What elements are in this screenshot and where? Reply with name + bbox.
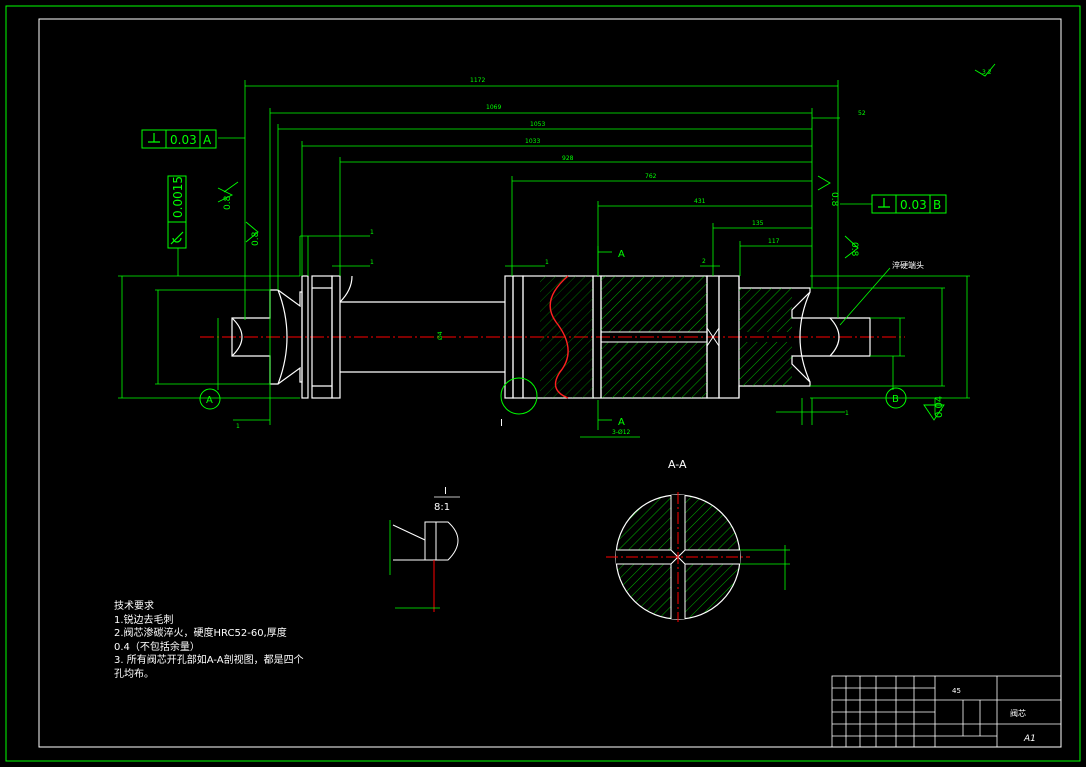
tolerance-symbols	[148, 133, 890, 245]
sheet-size: A1	[1023, 734, 1036, 744]
dim-6: 762	[645, 173, 657, 180]
outer-frame	[5, 5, 1081, 762]
dimension-texts: 1172 1069 1053 1033 928 762 431 135 117 …	[236, 69, 992, 436]
perp-right-value: 0.03	[900, 198, 927, 212]
dim-9: 117	[768, 238, 780, 245]
dim-step-1a: 1	[370, 229, 374, 236]
section-arrow-bottom: A	[618, 417, 625, 428]
detail-view	[389, 520, 459, 612]
notes-title: 技术要求	[114, 601, 154, 612]
roughness-top: 3.2	[982, 69, 992, 76]
datum-a-label: A	[206, 395, 213, 406]
perp-left-value: 0.03	[170, 133, 197, 147]
break-line	[549, 275, 569, 399]
cross-hole-left	[601, 327, 720, 347]
section-label: A-A	[668, 458, 687, 471]
cyl-value: 0.0015	[171, 176, 185, 218]
roughness-label-4: 0.8	[849, 242, 859, 257]
perp-right-datum: B	[933, 198, 941, 212]
dim-step-2: 2	[702, 258, 706, 265]
dim-step-1b: 1	[370, 259, 374, 266]
part-name: 阀芯	[1010, 708, 1026, 718]
roughness-label-1: 0.8	[223, 195, 233, 210]
dim-2: 1069	[486, 104, 501, 111]
detail-circle	[500, 377, 538, 415]
section-view	[606, 492, 790, 622]
dim-right-len: 52	[858, 110, 866, 117]
dim-overall: 1172	[470, 77, 485, 84]
dim-step-1c: 1	[545, 259, 549, 266]
runout-value: 0.04	[934, 396, 945, 418]
tolerance-texts: 0.03 A 0.03 B 0.0015 0.04 A B A A	[170, 133, 945, 428]
callout-text: 淬硬端头	[892, 260, 924, 270]
dim-step-1d: 1	[236, 423, 240, 430]
notes-line-2: 2.阀芯渗碳淬火，硬度HRC52-60,厚度	[114, 628, 287, 639]
roughness-symbols	[217, 63, 996, 421]
detail-scale: 8:1	[434, 502, 450, 513]
roughness-label-2: 0.8	[251, 231, 261, 246]
notes-line-4: 3. 所有阀芯开孔部如A-A剖视图，都是四个	[114, 655, 304, 666]
dim-3: 1053	[530, 121, 545, 128]
dimension-lines	[118, 80, 970, 438]
dim-step-1e: 1	[845, 410, 849, 417]
notes-line-3: 0.4（不包括余量）	[114, 641, 200, 653]
dim-7: 431	[694, 198, 706, 205]
dim-4: 1033	[525, 138, 540, 145]
title-block	[831, 675, 1062, 748]
perp-left-datum: A	[203, 133, 212, 147]
dim-holes: 3-Ø12	[612, 429, 631, 436]
technical-requirements: 技术要求 1.锐边去毛刺 2.阀芯渗碳淬火，硬度HRC52-60,厚度 0.4（…	[114, 600, 304, 681]
roughness-label-3: 0.8	[829, 192, 839, 207]
hatched-sections	[540, 276, 792, 398]
notes-line-5: 孔均布。	[114, 668, 154, 680]
dim-center: Ø4	[437, 331, 444, 340]
inner-frame	[38, 18, 1062, 748]
material: 45	[952, 687, 961, 695]
dim-5: 928	[562, 155, 574, 162]
tolerance-frames	[141, 129, 947, 410]
datum-b-label: B	[892, 394, 899, 405]
title-block-texts: 45 阀芯 A1	[952, 687, 1036, 744]
detail-marker: I	[500, 418, 503, 429]
dim-8: 135	[752, 220, 764, 227]
notes-line-1: 1.锐边去毛刺	[114, 614, 174, 626]
roughness-labels: 0.8 0.8 0.8 0.8	[223, 192, 859, 257]
section-arrow-top: A	[618, 249, 625, 260]
detail-title: I	[444, 486, 447, 497]
